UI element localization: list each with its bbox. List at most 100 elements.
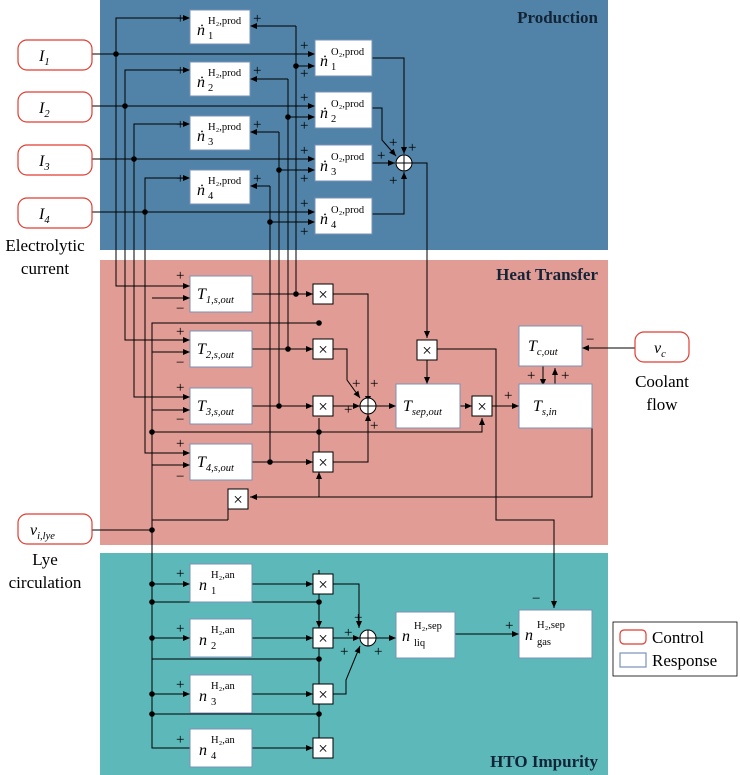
- svg-text:×: ×: [318, 629, 328, 648]
- t-s-in-block: Ts,in: [518, 383, 593, 429]
- control-vlye[interactable]: vi,lye: [17, 513, 93, 545]
- svg-text:+: +: [253, 117, 261, 133]
- svg-text:−: −: [532, 591, 540, 607]
- svg-text:H₂,prod: H₂,prod: [208, 16, 242, 27]
- multiplier-hto-1: ×: [312, 573, 334, 595]
- t-c-out-block: Tc,out: [518, 325, 583, 367]
- n-an-block-3: n H₂,an 3: [189, 674, 253, 714]
- svg-text:+: +: [374, 644, 382, 660]
- svg-text:I2: I2: [38, 100, 50, 120]
- caption-lye-1: Lye: [32, 550, 58, 569]
- svg-text:−: −: [176, 301, 184, 317]
- svg-text:ṅ: ṅ: [320, 158, 328, 175]
- multiplier-hto-2: ×: [312, 627, 334, 649]
- svg-text:n: n: [199, 688, 207, 705]
- control-i3[interactable]: I3: [17, 144, 93, 176]
- svg-text:+: +: [370, 376, 378, 392]
- h2-prod-block-3: ṅ H₂,prod 3: [189, 115, 251, 151]
- svg-text:liq: liq: [414, 638, 426, 649]
- svg-text:+: +: [176, 436, 184, 452]
- svg-text:×: ×: [318, 739, 328, 758]
- svg-text:+: +: [504, 388, 512, 404]
- svg-text:×: ×: [318, 285, 328, 304]
- control-i1[interactable]: I1: [17, 39, 93, 71]
- svg-text:+: +: [176, 171, 184, 187]
- svg-text:H₂,sep: H₂,sep: [414, 621, 442, 632]
- svg-text:I3: I3: [38, 153, 50, 173]
- svg-text:n: n: [199, 632, 207, 649]
- sum-junction-o2: [395, 154, 413, 172]
- svg-text:ṅ: ṅ: [197, 74, 205, 91]
- n-gas-block: n H₂,sep gas: [518, 609, 593, 659]
- svg-text:O₂,prod: O₂,prod: [331, 205, 365, 216]
- n-an-block-2: n H₂,an 2: [189, 618, 253, 658]
- svg-text:Ts,in: Ts,in: [533, 398, 557, 418]
- caption-lye-2: circulation: [9, 573, 82, 592]
- svg-text:+: +: [389, 173, 397, 189]
- t-sep-out-block: Tsep,out: [395, 383, 461, 429]
- svg-text:×: ×: [318, 453, 328, 472]
- svg-text:+: +: [408, 140, 416, 156]
- multiplier-hto-3: ×: [312, 683, 334, 705]
- svg-text:2: 2: [208, 83, 213, 94]
- svg-text:1: 1: [331, 62, 336, 73]
- legend-control-swatch: [619, 629, 647, 645]
- svg-text:+: +: [352, 376, 360, 392]
- svg-text:H₂,an: H₂,an: [211, 570, 236, 581]
- hto-impurity-title: HTO Impurity: [490, 752, 598, 771]
- caption-current-1: Electrolytic: [5, 236, 85, 255]
- wires: [92, 15, 635, 751]
- control-vc[interactable]: vc: [634, 331, 690, 363]
- svg-text:+: +: [300, 118, 308, 134]
- n-an-block-4: n H₂,an 4: [189, 728, 253, 768]
- svg-text:+: +: [300, 90, 308, 106]
- svg-text:+: +: [253, 63, 261, 79]
- svg-text:+: +: [176, 566, 184, 582]
- svg-text:2: 2: [331, 114, 336, 125]
- multiplier-lye: ×: [227, 488, 249, 510]
- svg-text:gas: gas: [537, 637, 551, 648]
- caption-coolant-1: Coolant: [635, 372, 689, 391]
- svg-text:+: +: [389, 135, 397, 151]
- svg-text:+: +: [527, 368, 535, 384]
- svg-text:O₂,prod: O₂,prod: [331, 47, 365, 58]
- svg-text:+: +: [354, 610, 362, 626]
- svg-text:×: ×: [318, 397, 328, 416]
- multiplier-hto-4: ×: [312, 737, 334, 759]
- control-i2[interactable]: I2: [17, 91, 93, 123]
- svg-text:H₂,an: H₂,an: [211, 735, 236, 746]
- h2-prod-block-4: ṅ H₂,prod 4: [189, 169, 251, 205]
- svg-text:T3,s,out: T3,s,out: [197, 398, 235, 418]
- svg-text:+: +: [344, 402, 352, 418]
- svg-text:−: −: [176, 355, 184, 371]
- svg-text:+: +: [176, 268, 184, 284]
- o2-prod-block-2: ṅ O₂,prod 2: [314, 91, 373, 129]
- o2-prod-block-1: ṅ O₂,prod 1: [314, 39, 373, 77]
- svg-text:1: 1: [208, 31, 213, 42]
- multiplier-heat-2: ×: [312, 338, 334, 360]
- svg-text:n: n: [199, 577, 207, 594]
- svg-text:+: +: [377, 148, 385, 164]
- n-an-block-1: n H₂,an 1: [189, 563, 253, 603]
- o2-prod-block-3: ṅ O₂,prod 3: [314, 144, 373, 182]
- svg-text:H₂,prod: H₂,prod: [208, 122, 242, 133]
- svg-text:ṅ: ṅ: [320, 53, 328, 70]
- svg-text:H₂,an: H₂,an: [211, 681, 236, 692]
- svg-text:vc: vc: [654, 340, 666, 360]
- svg-text:+: +: [253, 171, 261, 187]
- o2-prod-block-4: ṅ O₂,prod 4: [314, 197, 373, 235]
- svg-text:T4,s,out: T4,s,out: [197, 454, 235, 474]
- svg-text:+: +: [300, 196, 308, 212]
- svg-text:4: 4: [208, 191, 214, 202]
- control-i4[interactable]: I4: [17, 197, 93, 229]
- svg-text:n: n: [199, 742, 207, 759]
- svg-text:+: +: [344, 625, 352, 641]
- svg-text:n: n: [402, 628, 410, 645]
- legend-control-label: Control: [652, 628, 704, 647]
- svg-text:+: +: [253, 11, 261, 27]
- svg-text:−: −: [176, 412, 184, 428]
- svg-text:+: +: [176, 621, 184, 637]
- svg-text:O₂,prod: O₂,prod: [331, 99, 365, 110]
- svg-text:3: 3: [211, 697, 216, 708]
